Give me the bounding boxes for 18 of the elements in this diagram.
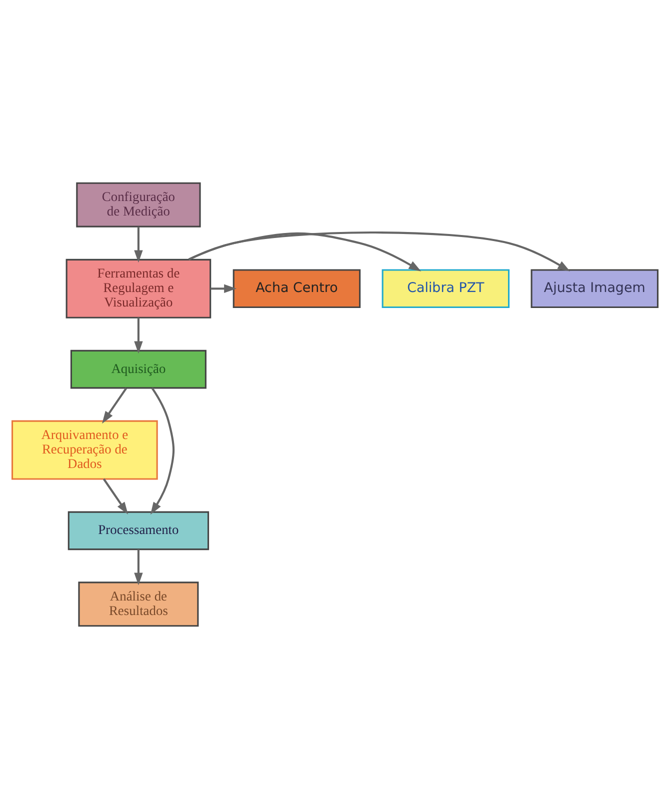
arrow — [188, 232, 570, 272]
node-box: Configuração de Medição — [76, 182, 201, 228]
node-box: Processamento — [68, 511, 210, 550]
node-box: Aquisição — [70, 350, 206, 389]
arrow — [210, 284, 237, 293]
arrow — [150, 387, 175, 515]
arrow — [102, 478, 128, 514]
arrow — [134, 226, 143, 263]
arrow — [134, 318, 143, 354]
node-box: Ajusta Imagem — [530, 269, 658, 308]
arrow — [188, 232, 422, 272]
node-box: Calibra PZT — [382, 269, 510, 308]
node-box: Análise de Resultados — [78, 582, 199, 627]
node-box: Ferramentas de Regulagem e Visualização — [66, 258, 212, 318]
node-box: Acha Centro — [232, 269, 361, 308]
arrow — [134, 549, 143, 586]
arrow — [102, 388, 128, 424]
node-box: Arquivamento e Recuperação de Dados — [12, 420, 158, 480]
